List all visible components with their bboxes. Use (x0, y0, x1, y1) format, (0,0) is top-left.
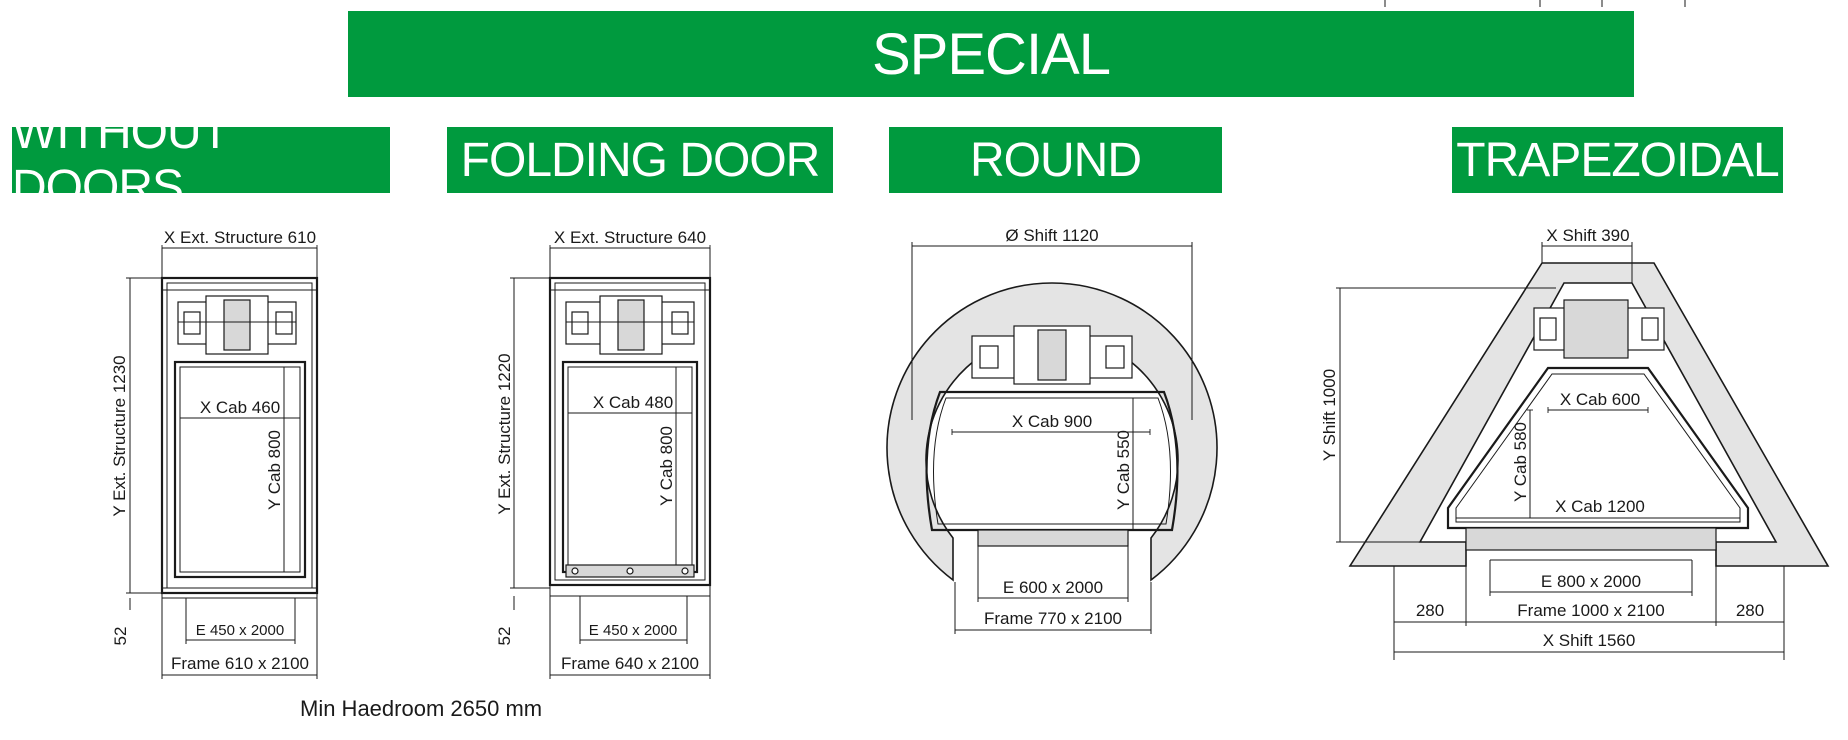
cab-outline (173, 360, 307, 579)
round-title: ROUND (970, 133, 1142, 187)
without-doors-title: WITHOUT DOORS (12, 106, 229, 214)
frame-label: Frame 640 x 2100 (561, 654, 699, 673)
round-plan: Ø Shift 1120 X Cab 900 Y Cab 550 E 600 x… (886, 226, 1218, 634)
y-ext-structure-label: Y Ext. Structure 1220 (495, 353, 514, 514)
frame-label: Frame 610 x 2100 (171, 654, 309, 673)
x-cab-top-label: X Cab 600 (1560, 390, 1640, 409)
frame-label: Frame 770 x 2100 (984, 609, 1122, 628)
y-ext-structure-label: Y Ext. Structure 1230 (110, 355, 129, 516)
trapezoidal-plan: X Shift 390 Y Shift 1000 X Cab 600 Y Cab… (1320, 226, 1830, 660)
side-left-label: 280 (1416, 601, 1444, 620)
cropped-table-lines (1384, 0, 1686, 7)
entrance-label: E 800 x 2000 (1541, 572, 1641, 591)
x-cab-bottom-label: X Cab 1200 (1555, 497, 1645, 516)
y-cab-label: Y Cab 800 (265, 430, 284, 510)
x-cab-label: X Cab 480 (593, 393, 673, 412)
x-ext-structure-label: X Ext. Structure 610 (164, 228, 316, 247)
folding-door-banner: FOLDING DOOR (447, 127, 833, 193)
round-banner: ROUND (889, 127, 1222, 193)
special-title: SPECIAL (872, 21, 1111, 87)
min-headroom-note: Min Haedroom 2650 mm (300, 696, 543, 721)
without-doors-plan: X Ext. Structure 610 Y Ext. Structure 12… (110, 228, 319, 679)
drive-mechanism (177, 295, 297, 355)
drive-mechanism (565, 295, 695, 355)
x-cab-label: X Cab 900 (1012, 412, 1092, 431)
trapezoidal-title: TRAPEZOIDAL (1456, 133, 1779, 187)
entrance-sill (549, 584, 711, 597)
without-doors-banner: WITHOUT DOORS (12, 106, 390, 214)
entrance-label: E 450 x 2000 (589, 622, 677, 639)
y-cab-label: Y Cab 580 (1511, 422, 1530, 502)
folding-door-panels (565, 564, 695, 578)
x-shift-top-label: X Shift 390 (1546, 226, 1629, 245)
trapezoidal-banner: TRAPEZOIDAL (1452, 127, 1783, 193)
structure-outline (160, 276, 319, 595)
y-shift-label: Y Shift 1000 (1320, 369, 1339, 461)
entrance-label: E 600 x 2000 (1003, 578, 1103, 597)
folding-door-plan: X Ext. Structure 640 Y Ext. Structure 12… (495, 228, 712, 679)
entrance-sill (977, 529, 1129, 547)
drive-mechanism (971, 325, 1133, 385)
side-right-label: 280 (1736, 601, 1764, 620)
x-shift-bottom-label: X Shift 1560 (1543, 631, 1636, 650)
special-banner: SPECIAL (348, 11, 1634, 97)
offset-label: 52 (495, 627, 514, 646)
shift-label: Ø Shift 1120 (1005, 226, 1098, 245)
frame-label: Frame 1000 x 2100 (1517, 601, 1664, 620)
entrance-label: E 450 x 2000 (196, 622, 284, 639)
x-ext-structure-label: X Ext. Structure 640 (554, 228, 706, 247)
drive-mechanism (1533, 299, 1665, 359)
y-cab-label: Y Cab 550 (1114, 430, 1133, 510)
round-cab-outline (925, 390, 1179, 532)
folding-door-title: FOLDING DOOR (460, 133, 821, 187)
offset-label: 52 (111, 627, 130, 646)
entrance-sill (1465, 527, 1717, 551)
x-cab-label: X Cab 460 (200, 398, 280, 417)
trapezoidal-cab-outline (1446, 366, 1750, 530)
y-cab-label: Y Cab 800 (657, 426, 676, 506)
